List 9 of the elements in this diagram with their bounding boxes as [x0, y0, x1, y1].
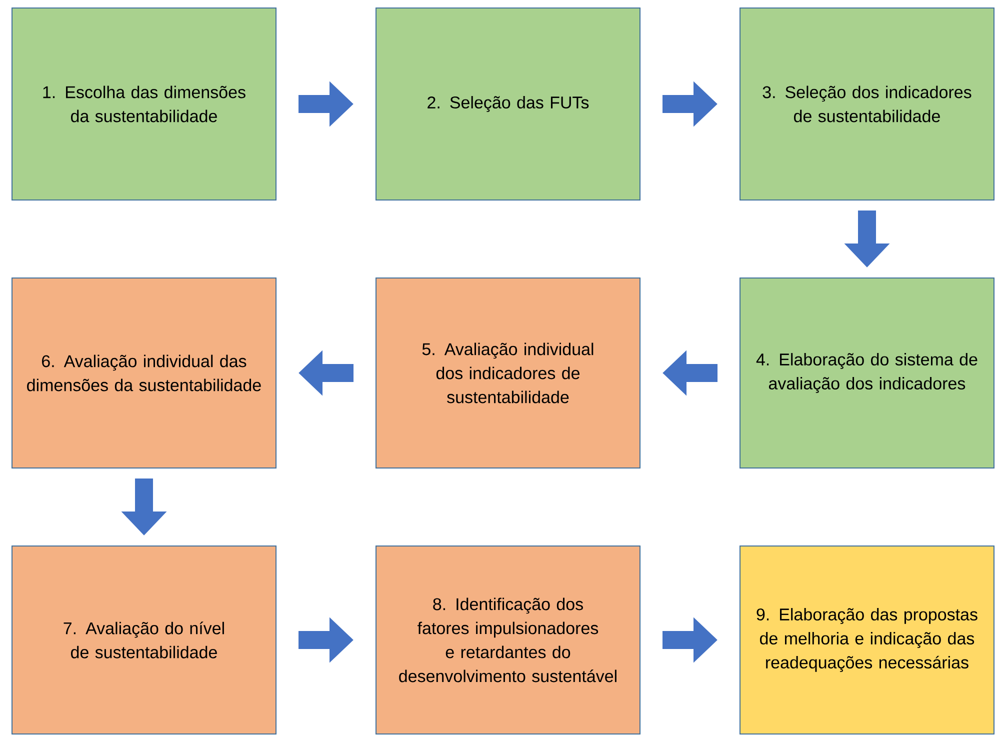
process-box: 5. Avaliação individual dos indicadores de sustentabilidade [376, 278, 640, 468]
process-box: 9. Elaboração das propostas de melhoria e indicação das readequações necessárias [740, 545, 994, 734]
process-box: 1. Escolha das dimensões da sustentabilidade [12, 8, 276, 200]
process-box: 6. Avaliação individual das dimensões da sustentabilidade [12, 278, 276, 468]
process-box: 8. Identificação dos fatores impulsionadores e retardantes do desenvolvimento sustentável [376, 545, 640, 734]
process-box: 2. Seleção das FUTs [376, 8, 640, 200]
process-box: 7. Avaliação do nível de sustentabilidade [12, 545, 276, 734]
process-box: 3. Seleção dos indicadores de sustentabilidade [740, 8, 994, 200]
process-box: 4. Elaboração do sistema de avaliação dos indicadores [740, 278, 994, 468]
